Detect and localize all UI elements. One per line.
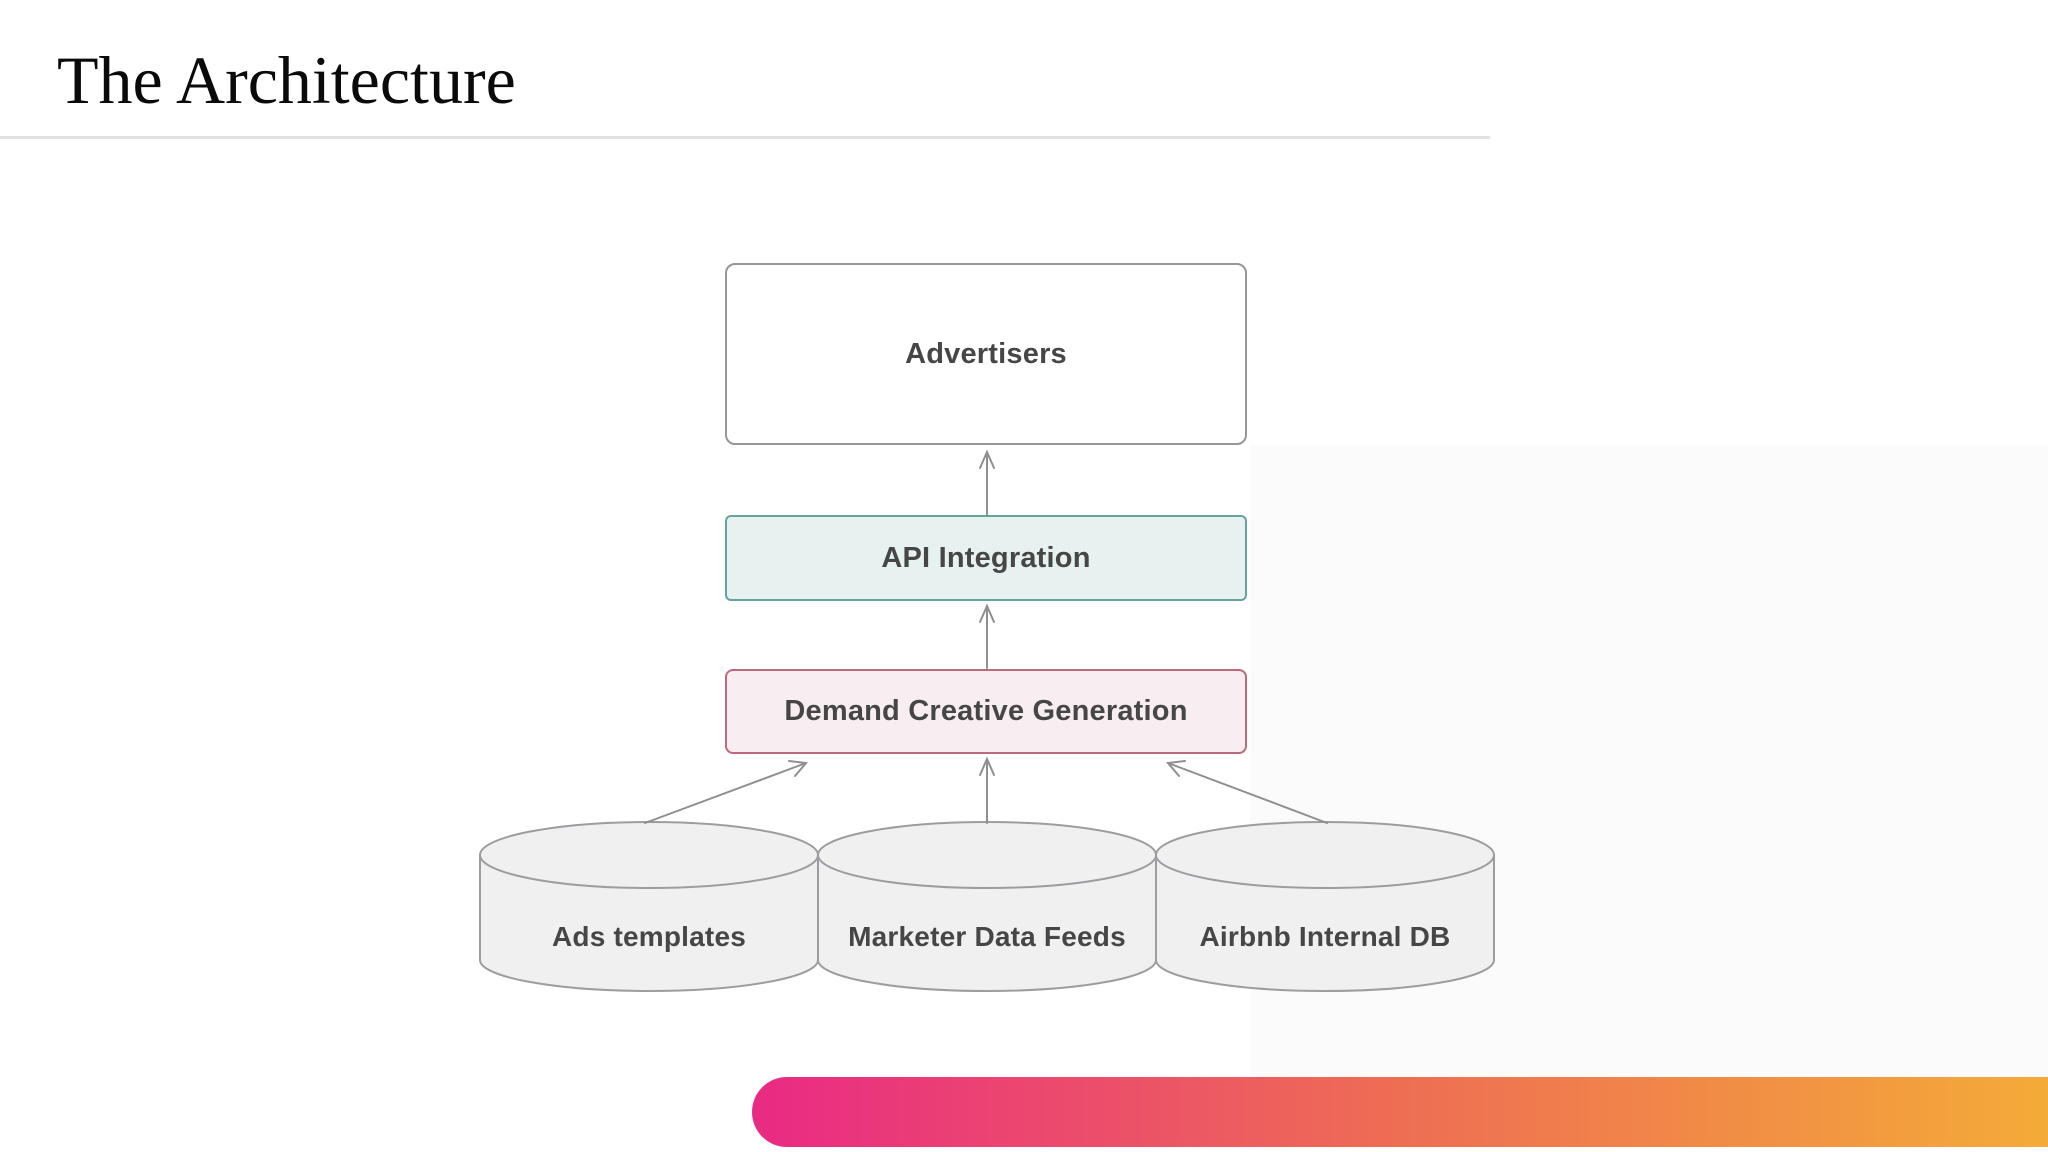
node-advertisers-label: Advertisers [905, 337, 1067, 370]
accent-gradient-bar [752, 1077, 2048, 1147]
page-title: The Architecture [57, 42, 516, 118]
arrow-api-to-advertisers [979, 449, 995, 516]
arrow-marketer-feeds-to-demand [979, 756, 995, 824]
arrow-demand-to-api [979, 603, 995, 669]
datastore-airbnb-internal-db-label: Airbnb Internal DB [1199, 921, 1451, 952]
arrow-ads-templates-to-demand [644, 760, 808, 824]
title-divider [0, 136, 1490, 139]
datastore-marketer-data-feeds-label: Marketer Data Feeds [848, 921, 1126, 952]
node-demand-creative-generation: Demand Creative Generation [725, 669, 1247, 754]
cylinder-ads-templates [479, 821, 819, 992]
node-api-integration-label: API Integration [881, 541, 1091, 574]
cylinder-airbnb-internal-db [1155, 821, 1495, 992]
cylinder-marketer-data-feeds [817, 821, 1157, 992]
arrow-internal-db-to-demand [1166, 760, 1328, 824]
datastore-ads-templates-label: Ads templates [552, 921, 746, 952]
node-demand-creative-generation-label: Demand Creative Generation [784, 695, 1188, 727]
node-api-integration: API Integration [725, 515, 1247, 601]
node-advertisers: Advertisers [725, 263, 1247, 445]
